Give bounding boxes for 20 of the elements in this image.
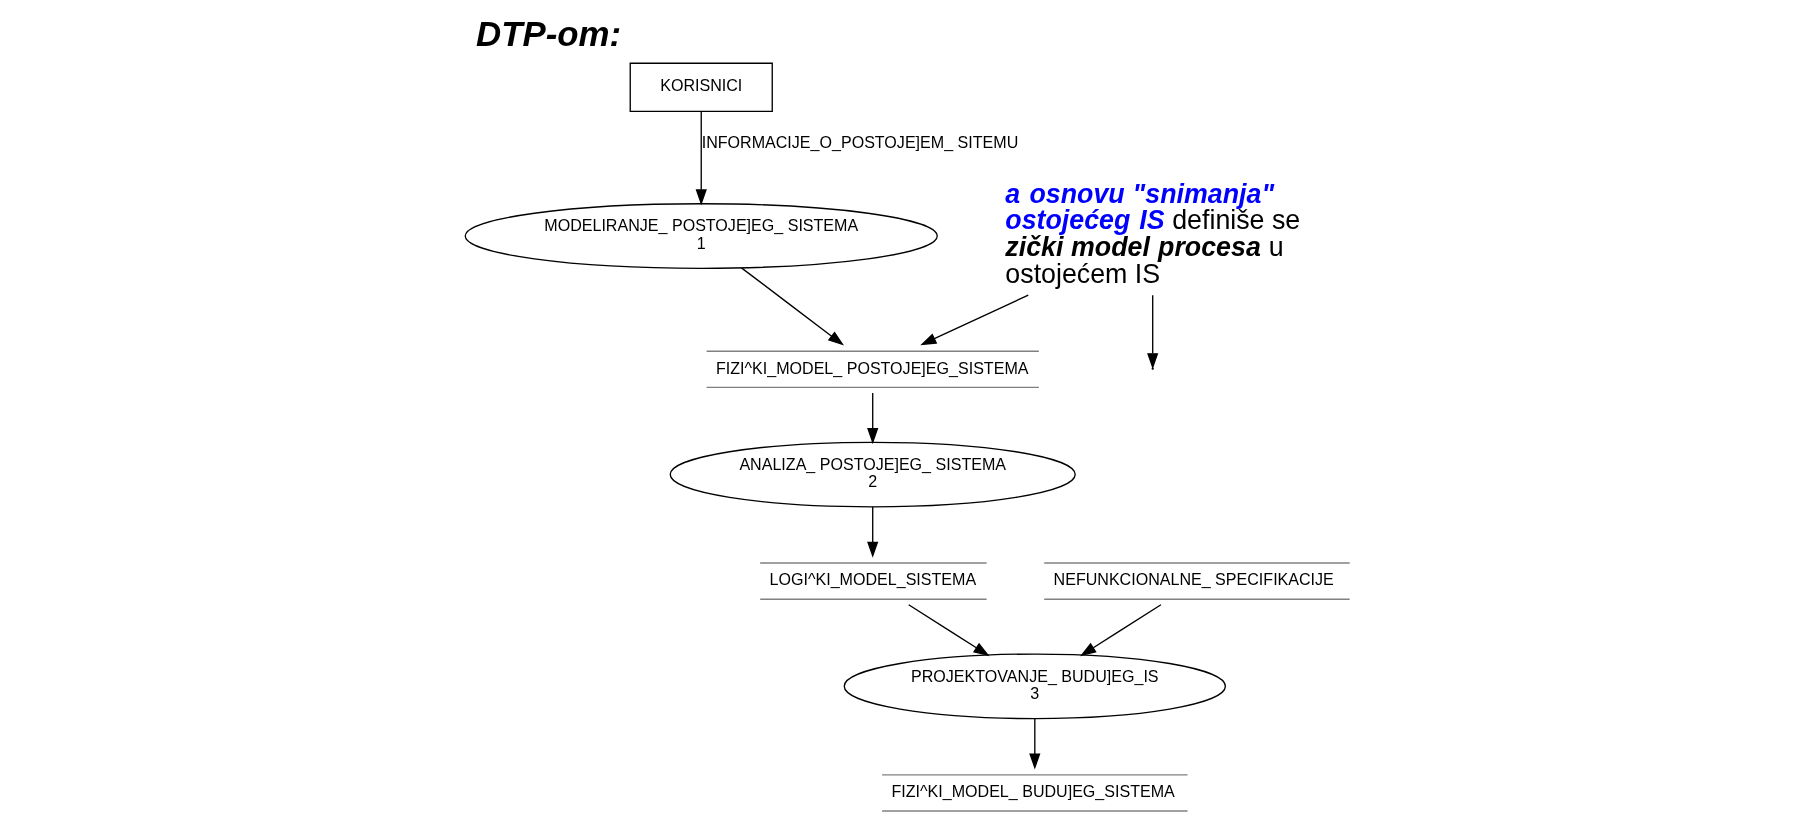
arrow: [1146, 294, 1158, 370]
arrow: [1028, 718, 1040, 770]
node-box: KORISNICI: [629, 62, 773, 113]
arrow: [919, 294, 1029, 346]
node-text: LOGI^KI_MODEL_SISTEMA: [769, 570, 976, 589]
arrow: [740, 267, 844, 346]
node-text: NEFUNKCIONALNE_ SPECIFIKACIJE: [1053, 570, 1334, 589]
arrow: [907, 604, 990, 657]
arrow: [866, 392, 878, 445]
arrow: [1079, 604, 1162, 657]
node-text: FIZI^KI_MODEL_ BUDU]EG_SISTEMA: [890, 782, 1175, 801]
arrow: [695, 110, 707, 206]
node-ellipse: PROJEKTOVANJE_ BUDU]EG_IS 3: [843, 653, 1226, 720]
node-text: FIZI^KI_MODEL_ POSTOJE]EG_SISTEMA: [715, 358, 1028, 377]
node-ellipse: MODELIRANJE_ POSTOJE]EG_ SISTEMA 1: [464, 203, 938, 269]
node-ellipse: ANALIZA_ POSTOJE]EG_ SISTEMA 2: [669, 441, 1076, 508]
diagram-title: DTP-om:: [475, 13, 621, 53]
edge-label: INFORMACIJE_O_POSTOJE]EM_ SITEMU: [701, 133, 1018, 152]
arrow: [866, 506, 878, 558]
node-text: a osnovu "snimanja" ostojećeg IS definiše se zički model procesa u ostojećem IS: [1004, 178, 1300, 289]
